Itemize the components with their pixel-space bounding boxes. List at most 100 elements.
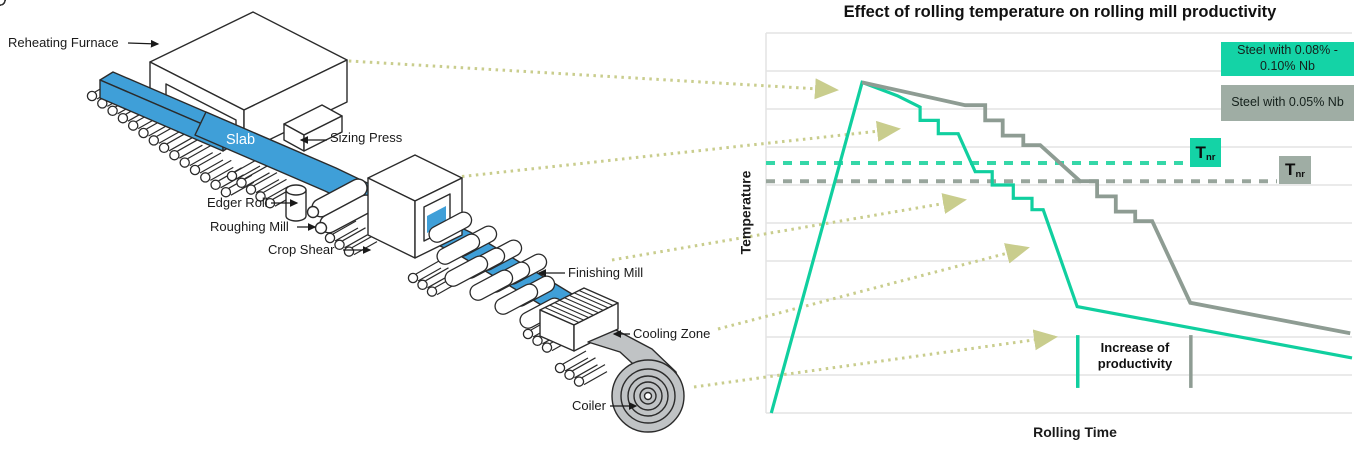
roller [407, 272, 419, 284]
roller [117, 112, 129, 124]
roller [86, 90, 98, 102]
roller-shaft [246, 172, 270, 187]
roller-shaft [574, 364, 598, 379]
roller-shaft [236, 165, 261, 180]
series-line-0 [769, 80, 1353, 414]
roller [343, 246, 355, 257]
roller-shaft [415, 260, 440, 275]
finishing-roll [469, 269, 514, 301]
label-sizing-press: Sizing Press [330, 130, 403, 145]
roller-shaft [583, 371, 608, 386]
tnr-subscript: nr [1205, 151, 1216, 163]
roller-shaft [417, 267, 442, 282]
connector-furnace-to-curve-peak [264, 54, 839, 100]
roller-shaft [208, 159, 232, 174]
roller [573, 376, 585, 387]
label-edger-roll: Edger Roll [207, 195, 268, 210]
series-line-1 [861, 80, 1351, 336]
roller-shaft [158, 129, 183, 144]
roller [532, 335, 543, 347]
leader-reheating-furnace [127, 39, 160, 48]
finishing-roll [444, 255, 489, 287]
finishing-mill-shape [0, 0, 564, 329]
roller [158, 142, 170, 154]
roller-shaft [244, 165, 268, 180]
cooling-fins [544, 289, 614, 324]
roller [541, 342, 553, 353]
cooling-fin [564, 297, 599, 314]
cooling-fin [578, 289, 614, 306]
finishing-roll [428, 211, 473, 243]
x-axis-label: Rolling Time [1033, 424, 1117, 440]
roller [554, 362, 566, 374]
label-roughing-mill: Roughing Mill [210, 219, 289, 234]
edger-roll-shape [285, 184, 307, 222]
roller-shaft [342, 227, 366, 242]
roller-shaft [353, 241, 378, 256]
legend-label-low-nb: Steel with 0.05% Nb [1231, 95, 1344, 110]
label-finishing-mill: Finishing Mill [568, 265, 644, 280]
connector-mill-to-curve [611, 193, 967, 262]
roller-shaft [210, 166, 234, 181]
roller-shaft [564, 357, 589, 372]
mill-illustration [0, 0, 685, 433]
roller [334, 239, 345, 251]
roller [107, 105, 118, 117]
roller-shaft [562, 350, 587, 365]
tnr-dashed-lines [766, 160, 1277, 184]
roller [522, 328, 534, 340]
roller-shaft [253, 172, 278, 187]
roller-shaft [334, 227, 359, 242]
label-crop-shear: Crop Shear [268, 242, 335, 257]
label-coiler: Coiler [572, 398, 606, 413]
cooling-fin [554, 302, 589, 319]
coiler-shape [587, 329, 685, 433]
roller-shaft [263, 178, 287, 193]
roller-shaft [199, 159, 224, 174]
roller-shaft [179, 144, 203, 159]
roller [127, 120, 139, 131]
finishing-roll [436, 233, 481, 265]
roller-shaft [332, 220, 357, 235]
sizing-press-shape [283, 104, 343, 152]
cooling-fin [569, 294, 604, 311]
label-slab: Slab [226, 132, 256, 148]
diagram-to-chart-connectors [264, 54, 1058, 389]
roughing-mill-shape [306, 178, 376, 235]
roller [179, 157, 190, 168]
legend-item-high-nb: Steel with 0.08% - 0.10% Nb [1221, 42, 1354, 76]
legend-item-low-nb: Steel with 0.05% Nb [1221, 85, 1354, 121]
cooling-fin [549, 304, 584, 321]
roller-shaft [572, 357, 596, 372]
roller [169, 149, 180, 161]
finishing-roll-cap [0, 0, 6, 6]
roller [189, 164, 201, 176]
roller-shaft [189, 152, 213, 167]
roller [226, 170, 238, 182]
roller [148, 135, 160, 146]
cooling-fin [559, 299, 594, 316]
roller-shaft [581, 364, 606, 379]
temperature-curves [769, 80, 1353, 414]
tnr-symbol: T [1195, 142, 1206, 162]
roller [426, 286, 438, 297]
finishing-roll [494, 283, 539, 315]
roller-shaft [344, 234, 368, 249]
crop-shear-shape [367, 154, 463, 259]
connector-press-to-curve [447, 120, 901, 180]
roller-shaft [265, 185, 289, 200]
label-leader-lines [127, 39, 638, 410]
legend-label-high-nb: Steel with 0.08% - 0.10% Nb [1237, 43, 1338, 73]
roller [236, 177, 247, 189]
roller [200, 172, 211, 183]
productivity-markers [1076, 335, 1193, 388]
y-axis-label: Temperature [737, 170, 754, 255]
cooling-zone-shape [539, 287, 619, 352]
roller [210, 179, 221, 191]
cooling-fin [544, 307, 580, 324]
roller-shaft [425, 267, 449, 282]
roller [564, 369, 575, 381]
connector-coiler-to-curve [693, 329, 1058, 389]
